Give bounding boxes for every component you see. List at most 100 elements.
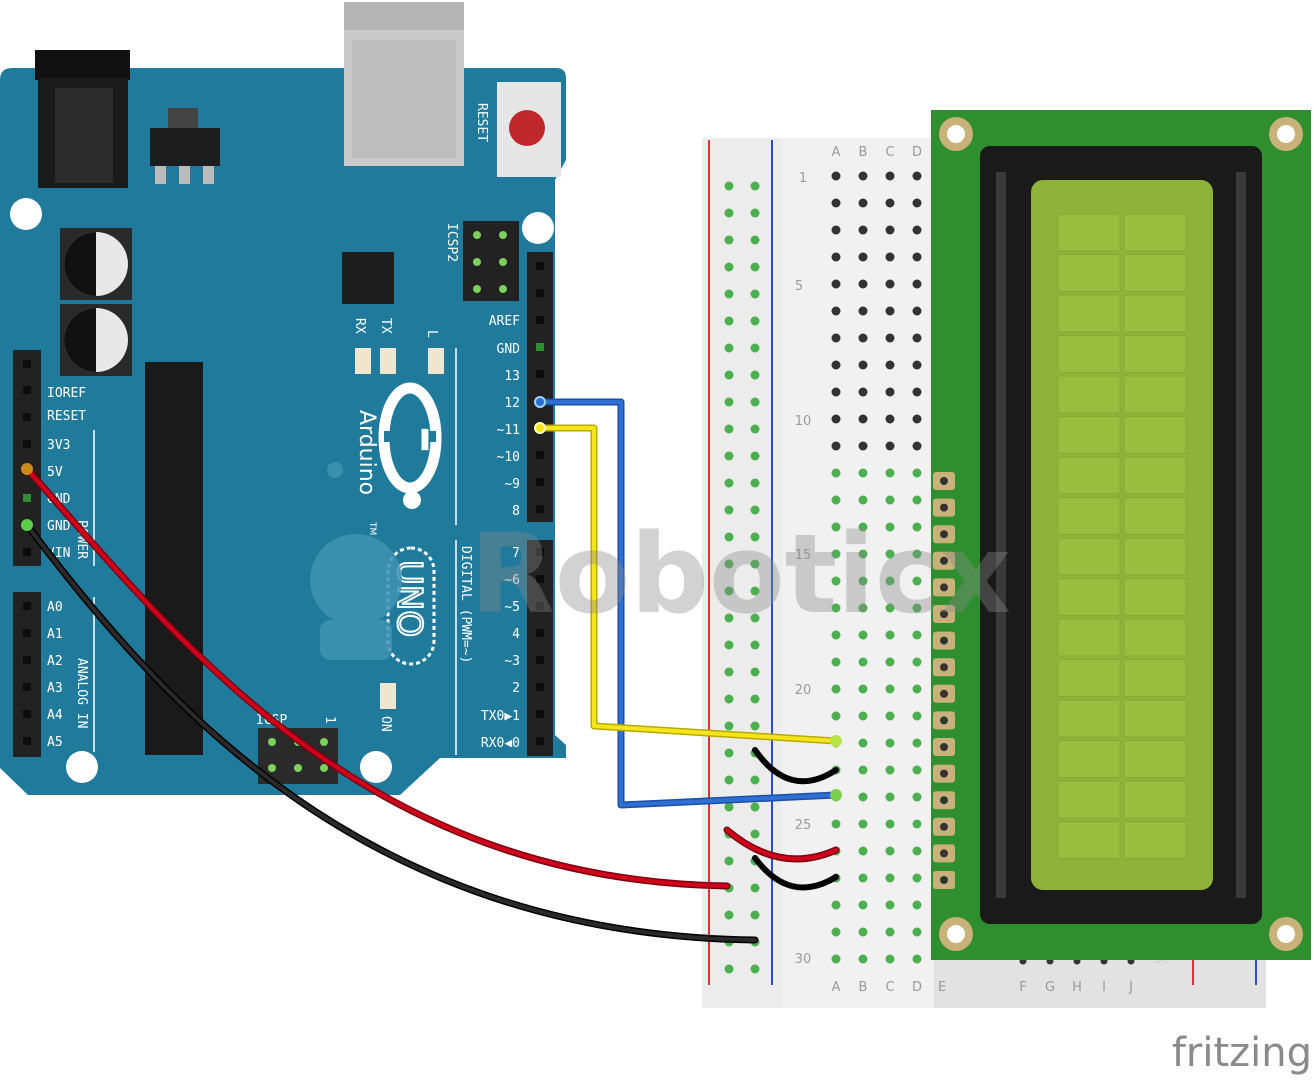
rail-hole (750, 370, 760, 380)
terminal-hole (912, 198, 922, 208)
jumper-black (752, 747, 839, 785)
lcd-pin (940, 663, 948, 672)
terminal-hole (912, 387, 922, 397)
rail-hole (750, 208, 760, 218)
regulator-leg (179, 166, 190, 184)
lcd-pin (940, 503, 948, 512)
pin-label-a2: A2 (47, 654, 63, 669)
lcd-pin (940, 743, 948, 751)
rail-hole (750, 775, 760, 785)
terminal-hole (858, 306, 868, 316)
mounting-hole (360, 751, 392, 783)
rail-hole (724, 910, 734, 920)
pin-label-a0: A0 (47, 600, 63, 615)
terminal-hole (912, 792, 922, 802)
lcd-cell (1123, 699, 1187, 738)
icsp2-pin (499, 285, 507, 293)
rail-hole (750, 883, 760, 893)
terminal-hole (858, 279, 868, 289)
terminal-hole (885, 387, 895, 397)
capacitor-stripe (64, 232, 96, 296)
rail-hole (750, 721, 760, 731)
board-pcb (0, 68, 566, 795)
lcd-pin (940, 530, 948, 539)
terminal-hole (885, 684, 895, 694)
rail-hole (724, 478, 734, 488)
mounting-hole-center (947, 925, 965, 943)
rail-hole (750, 478, 760, 488)
terminal-hole (885, 630, 895, 640)
pin-label-4: 4 (512, 627, 520, 642)
terminal-hole (831, 522, 841, 532)
wire-black-gnd (25, 523, 757, 942)
rail-hole (750, 829, 760, 839)
icsp2-pin (499, 258, 507, 266)
terminal-hole (831, 711, 841, 721)
reset-button[interactable] (509, 110, 545, 146)
pin-label-a1: A1 (47, 627, 63, 642)
rail-hole (724, 262, 734, 272)
col-label: B (859, 980, 868, 995)
logo-plus-icon (403, 491, 421, 509)
rail-hole (724, 316, 734, 326)
terminal-hole (858, 522, 868, 532)
rail-hole (724, 370, 734, 380)
jumper-black (752, 855, 839, 891)
lcd-pin (940, 796, 948, 805)
pin-label-5v: 5V (47, 465, 63, 480)
header-pin (536, 602, 544, 610)
lcd-pin (940, 583, 948, 592)
terminal-hole (885, 819, 895, 829)
rail-hole (724, 235, 734, 245)
rail-hole (750, 559, 760, 569)
lcd-cell (1123, 335, 1187, 373)
icsp2-pin (473, 258, 481, 266)
terminal-hole (912, 603, 922, 613)
wire-endpoint (830, 789, 842, 801)
header-pin (23, 386, 31, 394)
terminal-hole (831, 900, 841, 910)
l-led (428, 348, 444, 374)
icsp2-label: ICSP2 (444, 223, 459, 262)
terminal-hole (885, 576, 895, 586)
rail-hole (724, 667, 734, 677)
terminal-hole (912, 360, 922, 370)
rail-hole (750, 181, 760, 191)
lcd-cell (1123, 254, 1187, 292)
rail-hole (750, 316, 760, 326)
mounting-hole (66, 751, 98, 783)
header-pin (536, 548, 544, 556)
column-labels-top: A B C D (832, 145, 922, 160)
terminal-hole (912, 657, 922, 667)
terminal-hole (831, 954, 841, 964)
mascot-body (320, 620, 392, 660)
terminal-hole (885, 225, 895, 235)
usb-connector-inner (352, 40, 456, 158)
usb-connector-top (344, 2, 464, 34)
col-label: C (885, 980, 894, 995)
header-pin (23, 737, 31, 745)
rail-hole (750, 667, 760, 677)
lcd-cell (1123, 740, 1187, 778)
rail-hole (724, 640, 734, 650)
lcd-cell (1123, 213, 1187, 252)
terminal-hole (858, 171, 868, 181)
mascot-antenna (327, 462, 343, 478)
col-label: B (859, 145, 868, 160)
row-number: 30 (795, 952, 812, 967)
atmega-chip (145, 362, 203, 755)
pin-label-3v3: 3V3 (47, 438, 70, 453)
lcd-cell (1123, 659, 1187, 697)
col-label: J (1128, 980, 1133, 995)
pin-label-ioref: IOREF (47, 386, 86, 401)
power-rail-holes (724, 181, 760, 974)
lcd-header-pins (933, 472, 955, 889)
lcd-cell (1123, 294, 1187, 333)
terminal-hole (858, 225, 868, 235)
rail-hole (724, 802, 734, 812)
terminal-hole (912, 468, 922, 478)
lcd-cell (1057, 375, 1121, 414)
wire-endpoint (534, 396, 546, 408)
lcd-cell (1057, 699, 1121, 738)
capacitor-stripe (64, 308, 96, 372)
